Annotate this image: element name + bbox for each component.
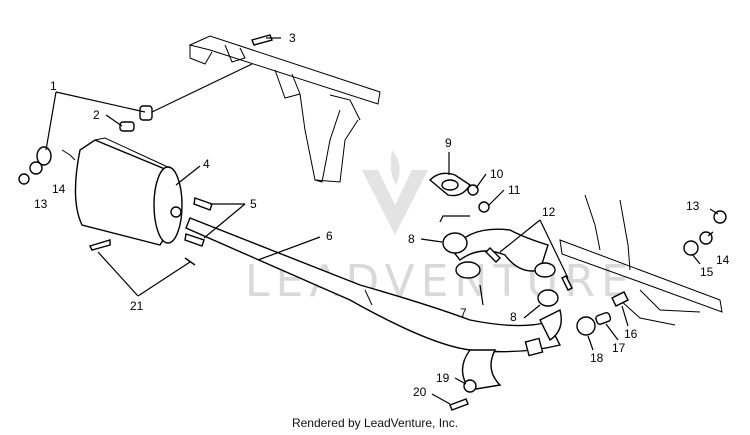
washer-10: [467, 184, 479, 196]
gasket-8b: [537, 289, 559, 307]
footer-credit: Rendered by LeadVenture, Inc.: [291, 416, 459, 430]
callout-14: 14: [52, 182, 66, 196]
callout-13: 13: [34, 197, 48, 211]
screw-21b: [184, 257, 196, 266]
spring-5b: [184, 233, 205, 247]
callout-labels: 1 2 3 4 5 6 7 8 9 10 11 12 13 14 15 16 1…: [34, 31, 730, 399]
callout-11: 11: [508, 183, 521, 197]
spacer-2: [119, 121, 135, 132]
nut-11: [478, 201, 490, 213]
callout-16: 16: [624, 327, 638, 341]
callout-7: 7: [460, 306, 467, 320]
flange-gasket: [428, 172, 471, 197]
frame-rail-right: [559, 194, 723, 326]
callout-15: 15: [700, 265, 714, 279]
callout-1: 1: [50, 79, 57, 93]
callout-18: 18: [590, 351, 604, 365]
callout-6: 6: [326, 229, 333, 243]
callout-14b: 14: [716, 253, 730, 267]
spring-12a: [485, 247, 501, 263]
callout-2: 2: [93, 108, 100, 122]
callout-12: 12: [542, 205, 556, 219]
bolt-20: [449, 398, 469, 411]
callout-4: 4: [203, 157, 210, 171]
spacer-17: [595, 311, 612, 325]
grommet-1b: [36, 146, 52, 166]
bolt-3: [251, 34, 273, 46]
washer-14: [29, 161, 43, 175]
spring-5a: [193, 197, 213, 211]
muffler: [61, 137, 183, 246]
callout-8: 8: [408, 232, 415, 246]
nut-13: [18, 173, 30, 185]
bracket-16: [611, 291, 629, 307]
callout-21: 21: [130, 299, 144, 313]
washer-19: [463, 379, 477, 393]
callout-8b: 8: [510, 310, 517, 324]
callout-5: 5: [250, 197, 257, 211]
callout-13b: 13: [686, 199, 700, 213]
spring-12b: [561, 275, 573, 291]
callout-9: 9: [445, 136, 452, 150]
callout-20: 20: [413, 385, 427, 399]
callout-3: 3: [289, 31, 296, 45]
frame-rail-top: [188, 35, 381, 183]
callout-17: 17: [612, 341, 626, 355]
leader-lines: [45, 37, 719, 405]
callout-10: 10: [490, 167, 504, 181]
callout-19: 19: [436, 371, 450, 385]
grommet-15: [683, 240, 699, 256]
grommet-1: [139, 105, 153, 121]
gasket-8: [442, 232, 468, 254]
screw-21a: [89, 239, 111, 251]
grommet-18: [576, 316, 596, 336]
